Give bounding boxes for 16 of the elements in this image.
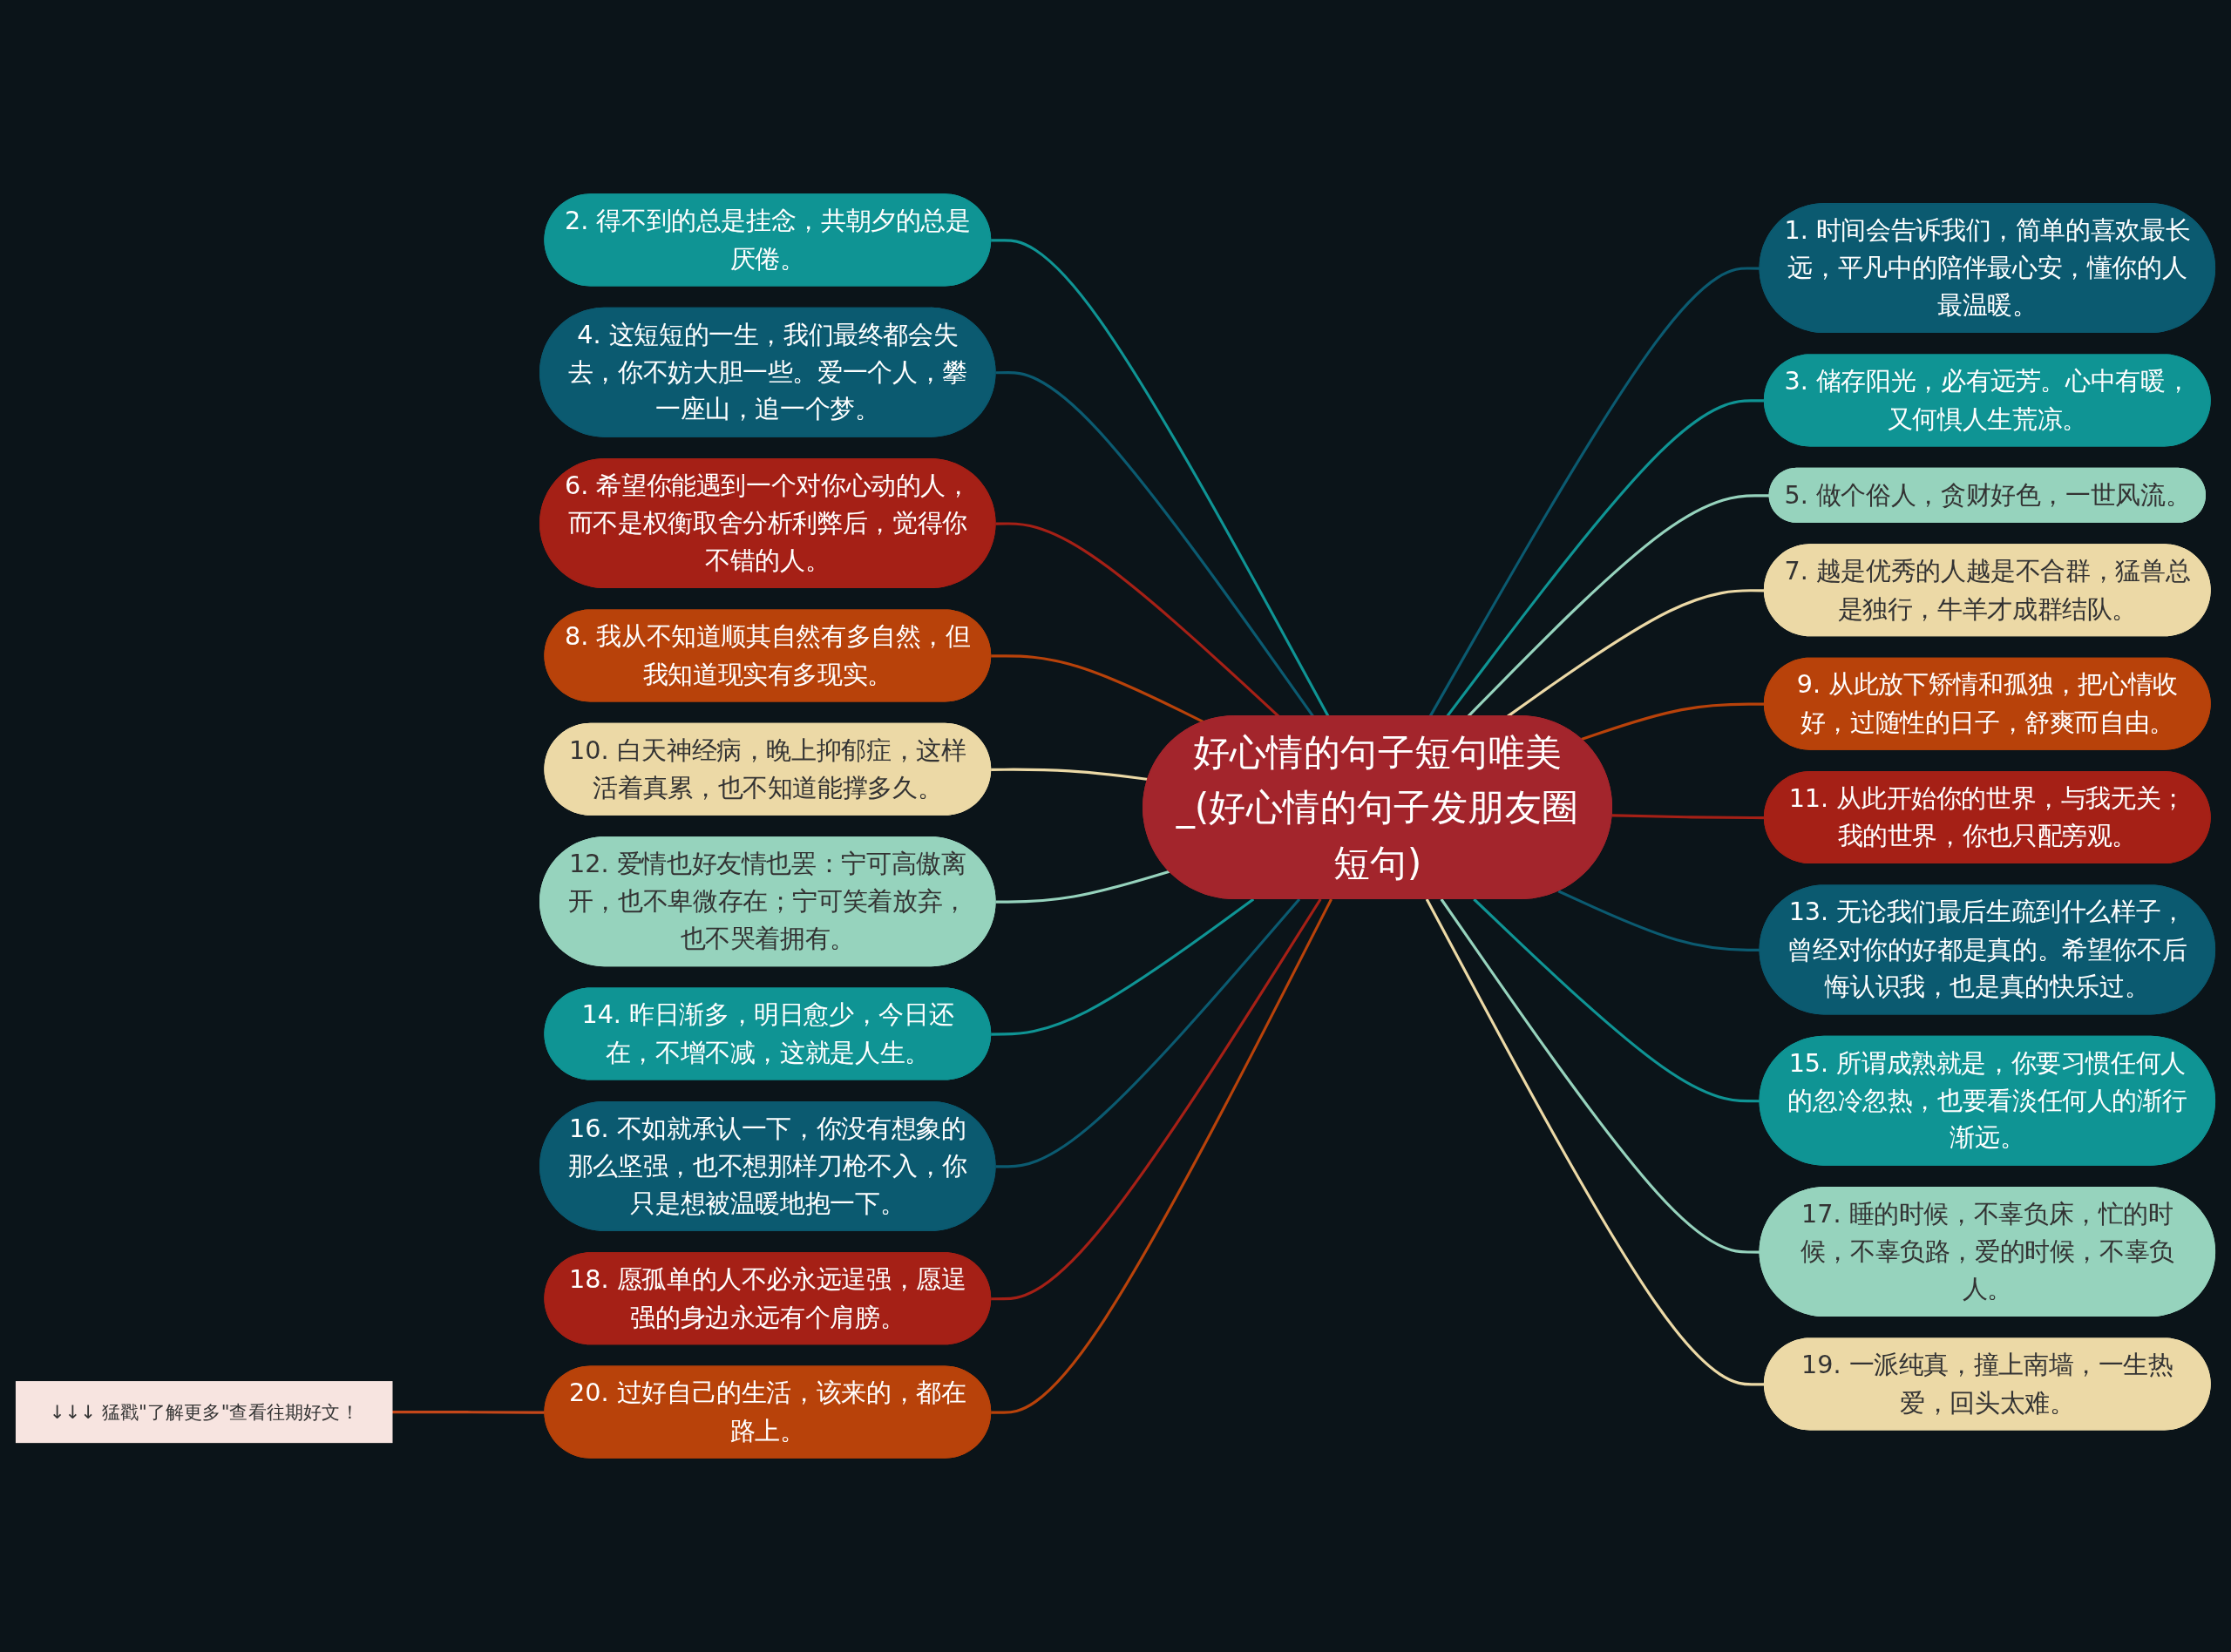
connector xyxy=(991,654,1204,723)
connector xyxy=(991,768,1149,782)
connector xyxy=(991,239,1330,717)
connector xyxy=(1473,897,1760,1103)
connector xyxy=(1581,702,1765,741)
connector xyxy=(991,898,1332,1414)
node-box: ↓↓↓ 猛戳"了解更多"查看往期好文！ xyxy=(15,1381,393,1444)
connector xyxy=(991,897,1255,1036)
connector xyxy=(995,870,1170,904)
connector xyxy=(1557,890,1760,952)
connector xyxy=(1440,898,1760,1254)
connector xyxy=(1428,267,1760,717)
connector xyxy=(1425,898,1765,1386)
connector xyxy=(995,897,1301,1168)
connector xyxy=(1611,814,1765,820)
connector xyxy=(991,898,1322,1301)
